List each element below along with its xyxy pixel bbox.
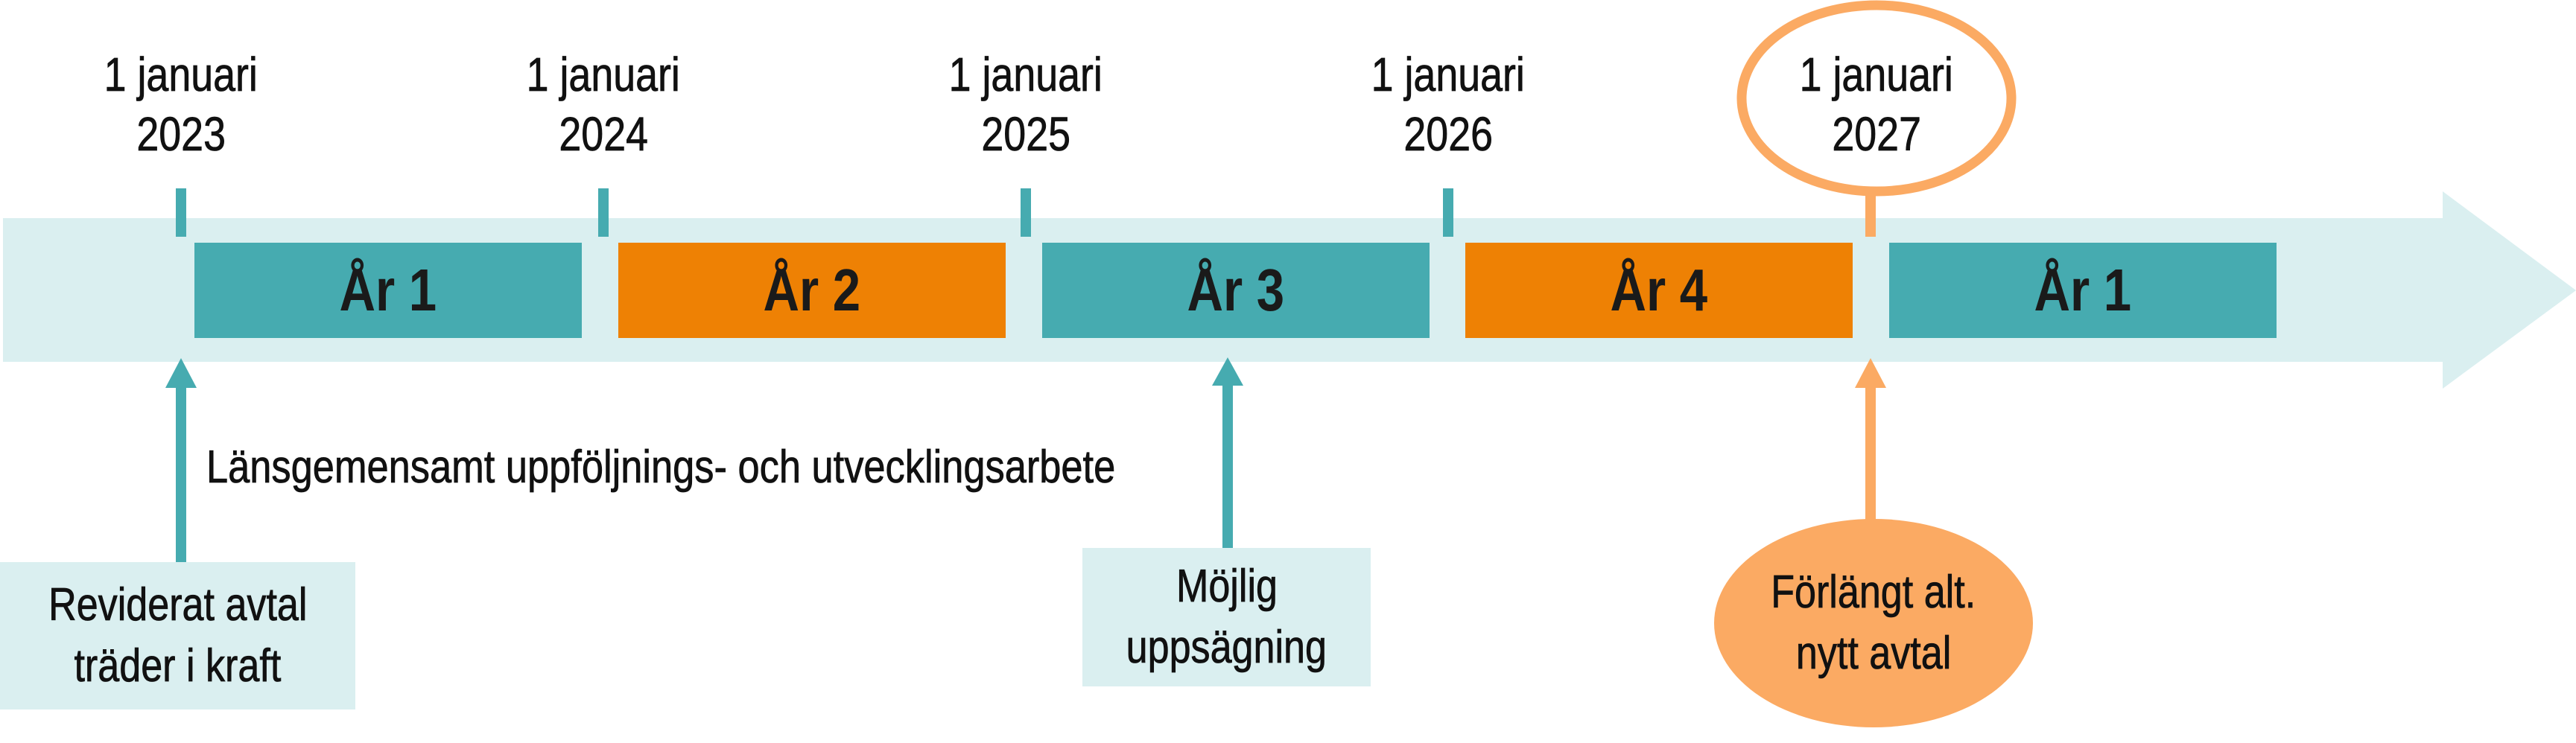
year-label-text: År 2	[763, 257, 861, 323]
date-day-month: 1 januari	[1799, 48, 1954, 102]
year-label-5: År 1	[1889, 243, 2277, 338]
year-box-2	[618, 243, 1006, 338]
date-year: 2026	[1403, 107, 1493, 162]
arrow-up-icon-termination	[1212, 357, 1243, 549]
date-label-2027: 1 januari 2027	[1728, 45, 2025, 164]
date-label-2025: 1 januari 2025	[877, 45, 1175, 164]
tick-2026	[1443, 188, 1453, 237]
note-line: träder i kraft	[74, 640, 282, 692]
date-year: 2025	[981, 107, 1070, 162]
note-revised-agreement: Reviderat avtal träder i kraft	[0, 562, 355, 709]
note-extension-or-new-agreement: Förlängt alt. nytt avtal	[1714, 519, 2033, 727]
date-label-2023: 1 januari 2023	[32, 45, 330, 164]
year-label-text: År 3	[1187, 257, 1285, 323]
year-box-5	[1889, 243, 2277, 338]
date-year: 2027	[1832, 107, 1921, 162]
year-label-4: År 4	[1465, 243, 1853, 338]
span-label-text: Länsgemensamt uppföljnings- och utveckli…	[206, 441, 1116, 494]
date-label-2024: 1 januari 2024	[454, 45, 752, 164]
date-day-month: 1 januari	[948, 48, 1103, 102]
tick-2027	[1865, 195, 1876, 237]
date-year: 2023	[136, 107, 226, 162]
date-day-month: 1 januari	[104, 48, 258, 102]
year-label-text: År 4	[1610, 257, 1708, 323]
year-box-1	[194, 243, 582, 338]
arrow-up-icon-extension	[1855, 358, 1886, 522]
year-label-3: År 3	[1042, 243, 1430, 338]
tick-2024	[598, 188, 609, 237]
note-box-termination	[1082, 548, 1371, 686]
date-label-2026: 1 januari 2026	[1299, 45, 1597, 164]
note-possible-termination: Möjlig uppsägning	[1082, 548, 1371, 686]
year-label-1: År 1	[194, 243, 582, 338]
year-box-4	[1465, 243, 1853, 338]
date-day-month: 1 januari	[526, 48, 681, 102]
year-label-text: År 1	[339, 257, 437, 323]
highlight-ellipse-2027	[1736, 0, 2017, 197]
date-day-month: 1 januari	[1371, 48, 1526, 102]
date-year: 2024	[559, 107, 648, 162]
note-line: Reviderat avtal	[48, 579, 308, 631]
note-line: uppsägning	[1126, 622, 1327, 674]
note-line: nytt avtal	[1795, 628, 1952, 680]
arrow-up-icon-revised	[165, 358, 197, 564]
year-label-2: År 2	[618, 243, 1006, 338]
note-line: Förlängt alt.	[1771, 567, 1976, 619]
tick-2023	[176, 188, 186, 237]
collaboration-span-label: Länsgemensamt uppföljnings- och utveckli…	[206, 438, 1187, 497]
year-box-3	[1042, 243, 1430, 338]
note-ellipse-extension	[1714, 519, 2033, 727]
tick-2025	[1021, 188, 1031, 237]
note-box-revised	[0, 562, 355, 709]
note-line: Möjlig	[1176, 561, 1278, 613]
year-label-text: År 1	[2034, 257, 2132, 323]
